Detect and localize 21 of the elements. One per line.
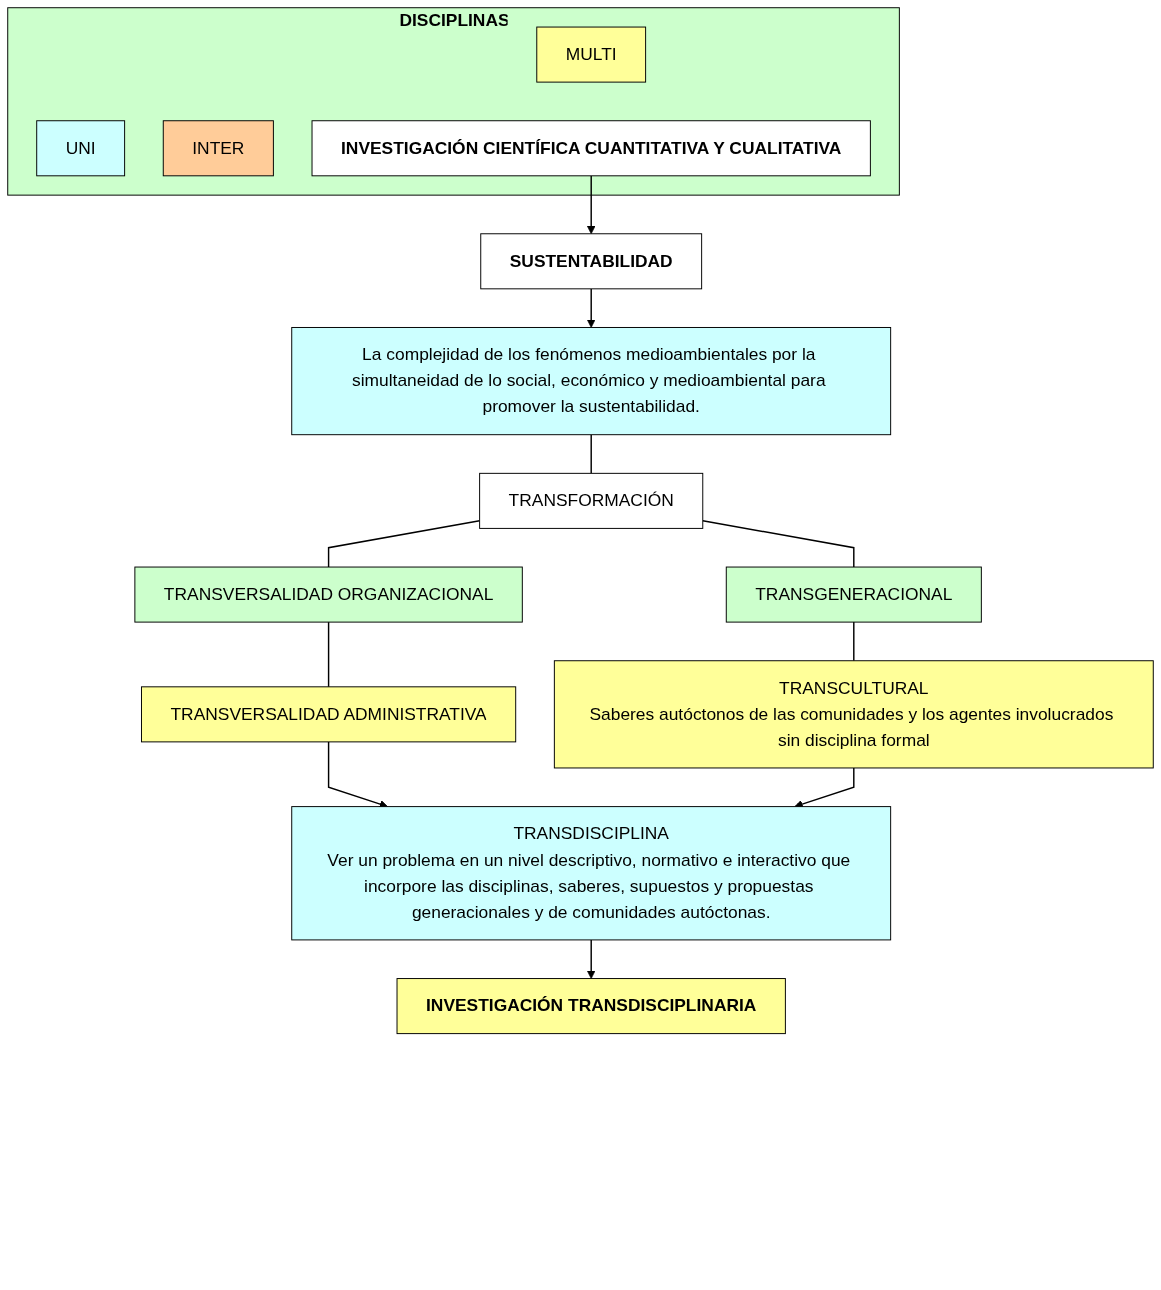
node-box: TRANSCULTURAL Saberes autóctonos de las comunidades y los agentes involucrados sin disciplina formal bbox=[553, 660, 1154, 769]
node-box: SUSTENTABILIDAD bbox=[480, 233, 703, 290]
node-box: UNI bbox=[36, 120, 126, 177]
node-box: TRANSGENERACIONAL bbox=[725, 566, 982, 623]
node-box: TRANSVERSALIDAD ORGANIZACIONAL bbox=[134, 566, 523, 623]
node-box: TRANSFORMACIÓN bbox=[479, 472, 704, 529]
connector bbox=[590, 433, 592, 475]
node-box: MULTI bbox=[536, 26, 647, 83]
arrow bbox=[586, 939, 596, 979]
connector bbox=[327, 621, 330, 688]
node-box: INVESTIGACIÓN TRANSDISCIPLINARIA bbox=[396, 978, 786, 1035]
arrow bbox=[586, 288, 596, 328]
node-box: La complejidad de los fenómenos medioambientales por la simultaneidad de lo social, económico y medioambiental para promover la sustentabilidad. bbox=[291, 327, 892, 436]
node-box: INTER bbox=[162, 120, 274, 177]
arrow bbox=[586, 175, 596, 235]
node-box: TRANSVERSALIDAD ADMINISTRATIVA bbox=[141, 686, 517, 743]
connector bbox=[702, 520, 855, 568]
connector bbox=[327, 520, 481, 568]
node-box: INVESTIGACIÓN CIENTÍFICA CUANTITATIVA Y CUALITATIVA bbox=[311, 120, 871, 177]
connector bbox=[853, 621, 855, 662]
node-box: TRANSDISCIPLINA Ver un problema en un nivel descriptivo, normativo e interactivo que incorpore las disciplinas, saberes, supuestos y propuestas generacionales y de comunidades autóctonas. bbox=[291, 806, 892, 941]
